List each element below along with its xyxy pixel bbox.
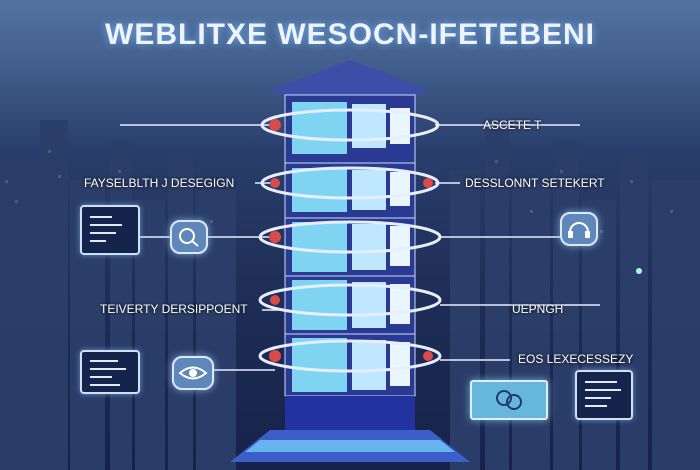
document-list-icon-2	[80, 350, 140, 394]
label-left-2: TEIVERTY DERSIPPOENT	[100, 302, 248, 316]
headset-icon	[560, 212, 598, 246]
document-list-icon-3	[575, 370, 633, 420]
page-title: WEBLITXE WESOCN-IFETEBENI	[105, 18, 595, 51]
label-right-3: EOS LEXECESSEZY	[518, 352, 634, 366]
label-left-1: FAYSELBLTH J DESEGIGN	[84, 176, 235, 190]
eye-icon	[172, 356, 214, 390]
label-top-right: ASCETE T	[483, 118, 542, 132]
glow-dot	[636, 268, 642, 274]
label-right-1: DESSLONNT SETEKERT	[465, 176, 605, 190]
search-icon	[170, 220, 208, 254]
label-right-2: UEPNGH	[512, 302, 564, 316]
document-list-icon	[80, 205, 140, 255]
chat-bubbles-icon	[470, 380, 548, 420]
connector-lines	[120, 124, 600, 371]
